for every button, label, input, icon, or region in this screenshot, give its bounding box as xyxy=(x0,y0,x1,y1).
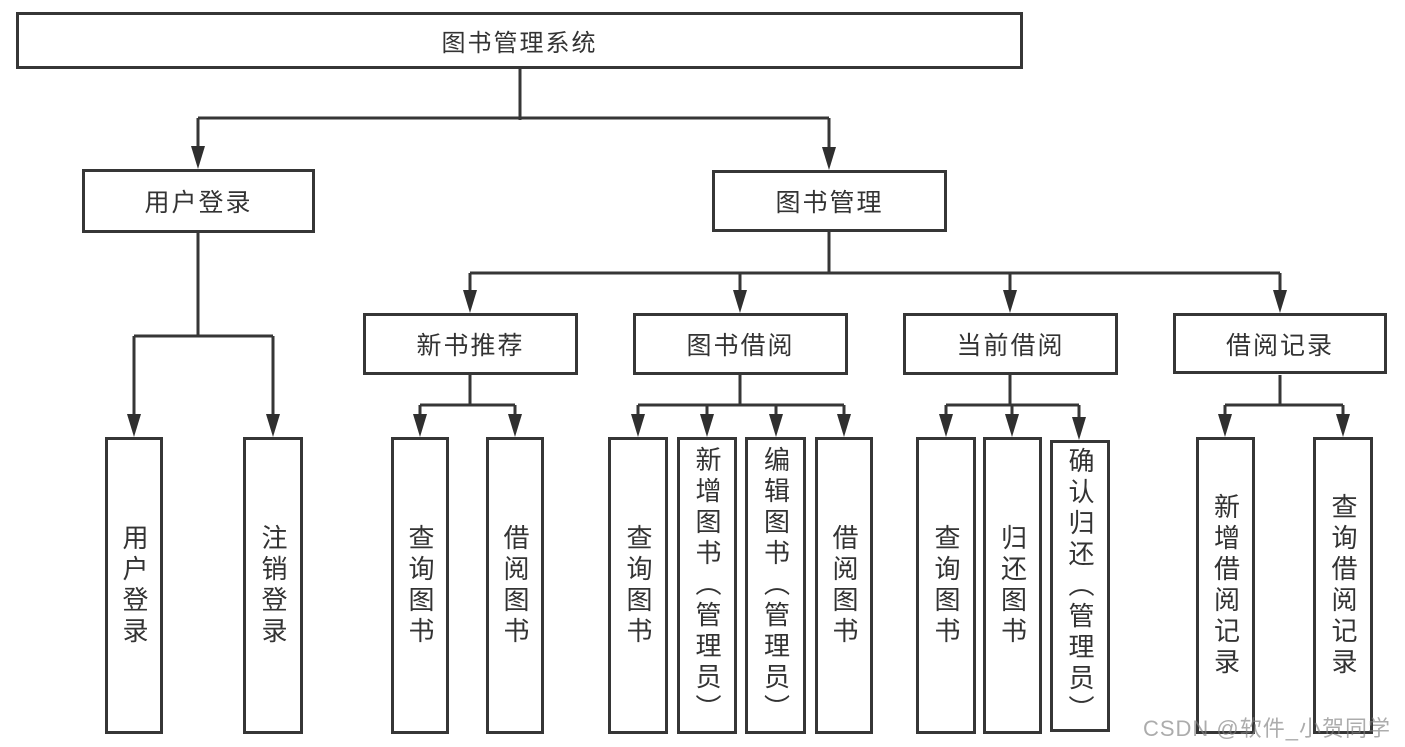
node-book-management: 图书管理 xyxy=(712,170,947,232)
leaf-logout: 注销登录 xyxy=(243,437,303,734)
arrowhead xyxy=(769,414,783,437)
arrowhead xyxy=(1273,290,1287,313)
leaf-records-query-borrow-record: 查询借阅记录 xyxy=(1313,437,1373,734)
arrowhead xyxy=(822,147,836,170)
node-book-borrowing: 图书借阅 xyxy=(633,313,848,375)
arrowhead xyxy=(631,414,645,437)
node-borrowing-records: 借阅记录 xyxy=(1173,313,1387,374)
arrowhead xyxy=(463,290,477,313)
leaf-user-login: 用户登录 xyxy=(105,437,163,734)
leaf-current-return-books: 归还图书 xyxy=(983,437,1042,734)
arrowhead xyxy=(1336,414,1350,437)
arrowhead xyxy=(127,414,141,437)
node-current-borrowing: 当前借阅 xyxy=(903,313,1118,375)
arrowhead xyxy=(266,414,280,437)
arrowhead xyxy=(700,414,714,437)
arrowhead xyxy=(1072,417,1086,440)
leaf-borrowing-borrow-books: 借阅图书 xyxy=(815,437,873,734)
arrowhead xyxy=(1003,290,1017,313)
node-user-login: 用户登录 xyxy=(82,169,315,233)
leaf-current-confirm-return-admin: 确认归还（管理员） xyxy=(1050,440,1110,732)
connector-path xyxy=(132,69,1345,420)
arrowhead xyxy=(191,146,205,169)
leaf-borrowing-add-books-admin: 新增图书（管理员） xyxy=(677,437,737,734)
arrowhead xyxy=(1218,414,1232,437)
leaf-newbook-query-books: 查询图书 xyxy=(391,437,449,734)
arrowhead xyxy=(1005,414,1019,437)
leaf-newbook-borrow-books: 借阅图书 xyxy=(486,437,544,734)
arrowhead xyxy=(939,414,953,437)
arrowheads xyxy=(127,146,1350,440)
node-new-book-recommendation: 新书推荐 xyxy=(363,313,578,375)
node-library-management-system: 图书管理系统 xyxy=(16,12,1023,69)
leaf-current-query-books: 查询图书 xyxy=(916,437,976,734)
leaf-borrowing-edit-books-admin: 编辑图书（管理员） xyxy=(745,437,806,734)
arrowhead xyxy=(733,290,747,313)
leaf-borrowing-query-books: 查询图书 xyxy=(608,437,668,734)
leaf-records-add-borrow-record: 新增借阅记录 xyxy=(1196,437,1255,734)
arrowhead xyxy=(413,414,427,437)
arrowhead xyxy=(837,414,851,437)
arrowhead xyxy=(508,414,522,437)
